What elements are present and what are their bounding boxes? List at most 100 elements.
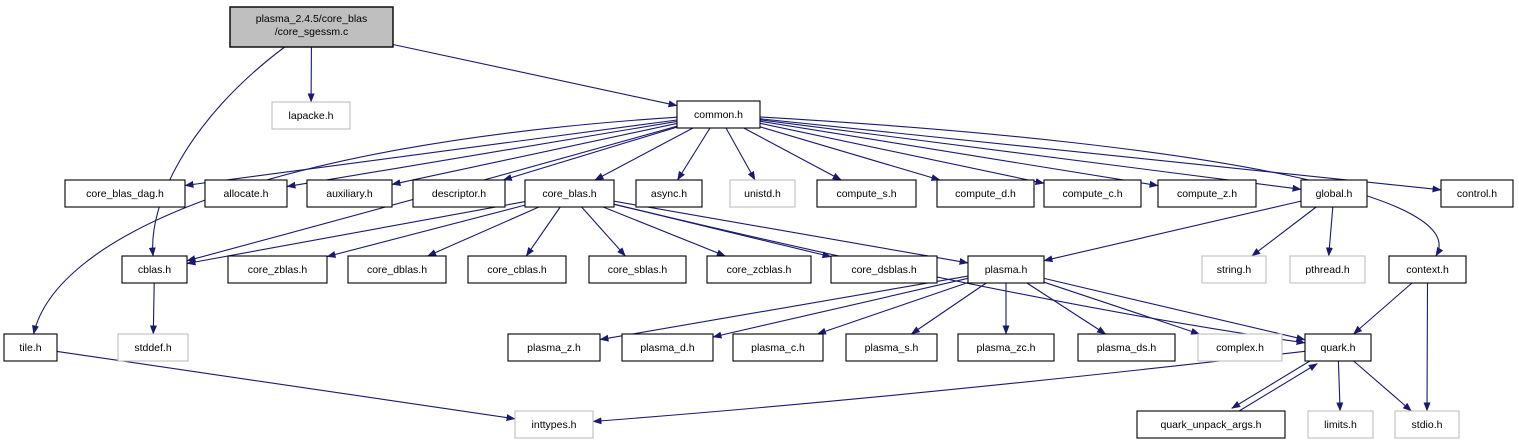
include-edge-common-to-async [677,127,711,181]
node-label-inttypes: inttypes.h [532,419,577,431]
node-label-core_zcblas: core_zcblas.h [727,264,792,276]
node-box-async[interactable] [635,179,703,208]
node-box-quark_unpack_args[interactable] [1136,410,1286,439]
node-box-context[interactable] [1388,255,1467,284]
node-box-compute_s[interactable] [816,179,917,208]
node-plasma_ds[interactable]: plasma_ds.h [1077,333,1176,362]
node-box-tile[interactable] [3,333,58,362]
node-compute_z[interactable]: compute_z.h [1157,179,1257,208]
node-core_cblas[interactable]: core_cblas.h [467,255,567,284]
node-plasma_z[interactable]: plasma_z.h [507,333,601,362]
node-plasma[interactable]: plasma.h [967,255,1045,284]
node-plasma_d[interactable]: plasma_d.h [621,333,714,362]
include-edge-quark-to-stdio [1353,360,1412,412]
node-quark_unpack_args[interactable]: quark_unpack_args.h [1136,410,1286,439]
node-box-plasma_s[interactable] [845,333,938,362]
node-core_sblas[interactable]: core_sblas.h [588,255,687,284]
include-edge-common-to-compute_s [743,127,842,181]
node-core_dblas[interactable]: core_dblas.h [347,255,447,284]
node-common[interactable]: common.h [676,100,761,129]
node-box-core_zblas[interactable] [227,255,328,284]
node-async[interactable]: async.h [635,179,703,208]
node-box-limits [1307,410,1374,439]
node-box-compute_d[interactable] [936,179,1035,208]
include-edge-core_blas-to-core_zcblas [602,206,726,257]
include-edge-core_sgessm-to-cblas [148,46,286,257]
node-box-plasma_ds[interactable] [1077,333,1176,362]
node-cblas[interactable]: cblas.h [121,255,188,284]
node-box-core_dsblas[interactable] [830,255,938,284]
node-complex: complex.h [1197,333,1283,362]
node-box-core_blas[interactable] [524,179,615,208]
node-descriptor[interactable]: descriptor.h [412,179,506,208]
node-box-plasma[interactable] [967,255,1045,284]
node-core_zblas[interactable]: core_zblas.h [227,255,328,284]
node-box-core_sblas[interactable] [588,255,687,284]
node-box-core_cblas[interactable] [467,255,567,284]
include-edge-tile-to-inttypes [56,350,516,422]
node-stddef: stddef.h [117,333,189,362]
node-label-compute_z: compute_z.h [1177,188,1237,200]
node-box-descriptor[interactable] [412,179,506,208]
node-inttypes: inttypes.h [514,410,594,439]
node-label-core_blas: core_blas.h [542,188,596,200]
node-plasma_c[interactable]: plasma_c.h [732,333,824,362]
include-edge-global-to-string [1251,206,1317,257]
node-box-core_blas_dag[interactable] [64,179,186,208]
include-edge-common-to-core_blas [594,127,694,181]
include-edge-core_blas-to-core_cblas [525,206,561,257]
include-edge-quark-to-quark_unpack_args [1231,357,1315,409]
node-box-plasma_z[interactable] [507,333,601,362]
node-label-quark: quark.h [1320,342,1355,354]
node-box-cblas[interactable] [121,255,188,284]
node-context[interactable]: context.h [1388,255,1467,284]
node-box-pthread [1289,255,1366,284]
node-core_sgessm[interactable]: plasma_2.4.5/core_blas/core_sgessm.c [229,6,394,48]
include-edge-common-to-allocate [286,120,678,189]
node-tile[interactable]: tile.h [3,333,58,362]
node-box-plasma_c[interactable] [732,333,824,362]
node-box-compute_z[interactable] [1157,179,1257,208]
node-box-common[interactable] [676,100,761,129]
node-label-compute_d: compute_d.h [955,188,1016,200]
node-label-auxiliary: auxiliary.h [326,188,373,200]
node-box-global[interactable] [1300,179,1368,208]
node-box-plasma_zc[interactable] [957,333,1055,362]
include-edge-context-to-quark [1353,282,1413,335]
node-core_blas_dag[interactable]: core_blas_dag.h [64,179,186,208]
node-plasma_s[interactable]: plasma_s.h [845,333,938,362]
node-plasma_zc[interactable]: plasma_zc.h [957,333,1055,362]
node-box-control[interactable] [1440,179,1514,208]
node-box-compute_c[interactable] [1043,179,1142,208]
node-compute_c[interactable]: compute_c.h [1043,179,1142,208]
node-label-allocate: allocate.h [224,188,269,200]
node-box-auxiliary[interactable] [306,179,393,208]
node-box-core_dblas[interactable] [347,255,447,284]
node-auxiliary[interactable]: auxiliary.h [306,179,393,208]
include-edge-quark-to-limits [1336,360,1344,412]
node-core_zcblas[interactable]: core_zcblas.h [706,255,812,284]
node-quark[interactable]: quark.h [1304,333,1372,362]
node-box-lapacke [271,101,351,130]
node-label-descriptor: descriptor.h [432,188,486,200]
node-global[interactable]: global.h [1300,179,1368,208]
node-label-stdio: stdio.h [1412,419,1443,431]
node-box-core_sgessm[interactable] [229,6,394,48]
include-edge-global-to-pthread [1325,206,1334,257]
node-label-lapacke: lapacke.h [289,110,334,122]
node-allocate[interactable]: allocate.h [204,179,288,208]
node-box-plasma_d[interactable] [621,333,714,362]
node-compute_s[interactable]: compute_s.h [816,179,917,208]
node-box-quark[interactable] [1304,333,1372,362]
node-box-complex [1197,333,1283,362]
node-box-core_zcblas[interactable] [706,255,812,284]
node-core_dsblas[interactable]: core_dsblas.h [830,255,938,284]
include-edge-core_blas-to-plasma [613,200,969,265]
node-compute_d[interactable]: compute_d.h [936,179,1035,208]
node-box-allocate[interactable] [204,179,288,208]
node-core_blas[interactable]: core_blas.h [524,179,615,208]
node-box-stddef [117,333,189,362]
node-control[interactable]: control.h [1440,179,1514,208]
